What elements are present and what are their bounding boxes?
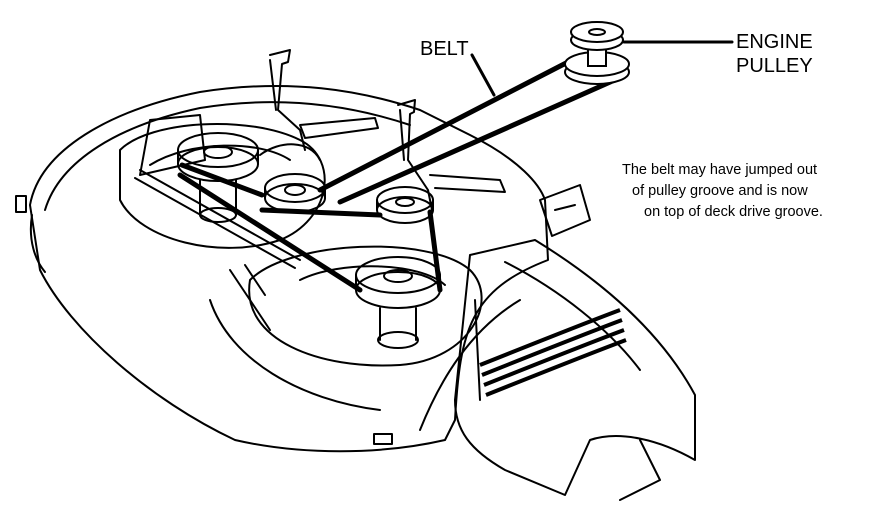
deck-dome-right	[248, 245, 483, 367]
hanger-left	[269, 49, 306, 151]
drive-belt	[177, 59, 629, 293]
chute-louvers	[479, 308, 627, 397]
note-line-3: on top of deck drive groove.	[644, 204, 823, 220]
right-idler-pulley	[376, 186, 434, 224]
belt-leader	[470, 53, 496, 97]
engine-pulley-label-line1: ENGINE	[736, 31, 813, 53]
note-line-2: of pulley groove and is now	[632, 183, 808, 199]
belt-label: BELT	[420, 38, 469, 60]
hanger-right	[397, 99, 433, 211]
linkage-bar	[299, 117, 379, 139]
mounting-plate	[539, 184, 591, 237]
center-idler-pulley	[259, 143, 326, 213]
deck-shell	[29, 84, 549, 453]
deck-rim	[44, 101, 411, 211]
engine-pulley	[564, 21, 630, 85]
right-spindle-pulley	[355, 256, 441, 349]
leader-lines	[470, 40, 734, 97]
discharge-chute	[454, 239, 696, 496]
engine-pulley-label-line2: PULLEY	[736, 55, 813, 77]
note-line-1: The belt may have jumped out	[622, 162, 818, 178]
engine-pulley-label: ENGINE PULLEY	[736, 30, 813, 78]
belt-note: The belt may have jumped out of pulley g…	[622, 160, 823, 223]
